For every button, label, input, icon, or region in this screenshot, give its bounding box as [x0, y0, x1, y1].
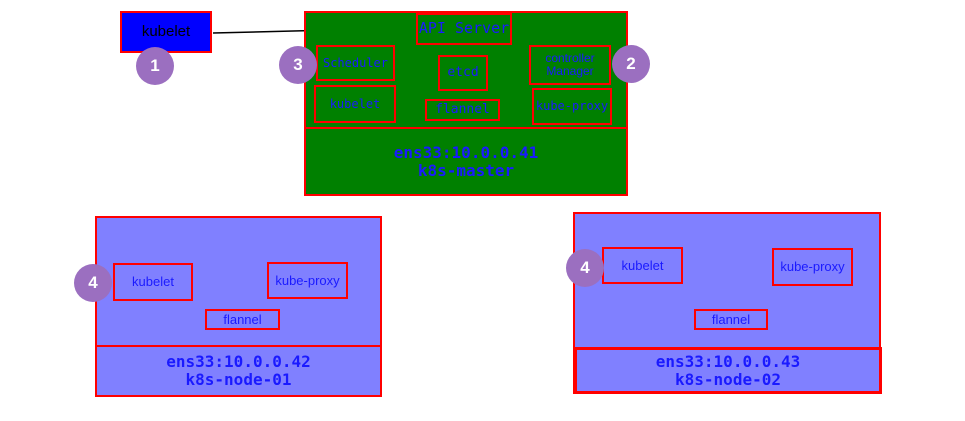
step-badge-2: 2: [612, 45, 650, 83]
kubelet-client-box: kubelet: [120, 11, 212, 53]
step-badge-4-node2: 4: [566, 249, 604, 287]
node1-hostname: k8s-node-01: [185, 370, 292, 389]
master-hostname: k8s-master: [417, 160, 515, 180]
controller-manager-line1: controller: [545, 51, 595, 66]
node2-ip: ens33:10.0.0.43: [655, 351, 801, 371]
controller-manager-line2: Manager: [546, 64, 594, 78]
api-server-box: API Server: [416, 13, 512, 45]
node2-kubelet-box: kubelet: [602, 247, 683, 284]
step-badge-3: 3: [279, 46, 317, 84]
node2-hostname: k8s-node-02: [675, 369, 781, 389]
etcd-box: etcd: [438, 55, 488, 91]
k8s-node-02: [573, 212, 881, 394]
master-kube-proxy-box: kube-proxy: [532, 88, 612, 125]
k8s-master-node: [304, 11, 628, 196]
master-ip: ens33:10.0.0.41: [393, 142, 539, 162]
node1-flannel-box: flannel: [205, 309, 280, 330]
step-badge-4-node1: 4: [74, 264, 112, 302]
node1-ip: ens33:10.0.0.42: [166, 352, 311, 372]
master-flannel-box: flannel: [425, 99, 500, 121]
node2-flannel-box: flannel: [694, 309, 768, 330]
master-footer: ens33:10.0.0.41 k8s-master: [304, 127, 628, 196]
master-kubelet-box: kubelet: [314, 85, 396, 123]
step-badge-1: 1: [136, 47, 174, 85]
node2-kube-proxy-box: kube-proxy: [772, 248, 853, 286]
controller-manager-box: controller Manager: [529, 45, 611, 85]
scheduler-box: Scheduler: [316, 45, 395, 81]
node1-kubelet-box: kubelet: [113, 263, 193, 301]
node2-footer: ens33:10.0.0.43 k8s-node-02: [574, 347, 882, 394]
k8s-node-01: [95, 216, 382, 397]
node1-footer: ens33:10.0.0.42 k8s-node-01: [95, 345, 382, 397]
node1-kube-proxy-box: kube-proxy: [267, 262, 348, 299]
